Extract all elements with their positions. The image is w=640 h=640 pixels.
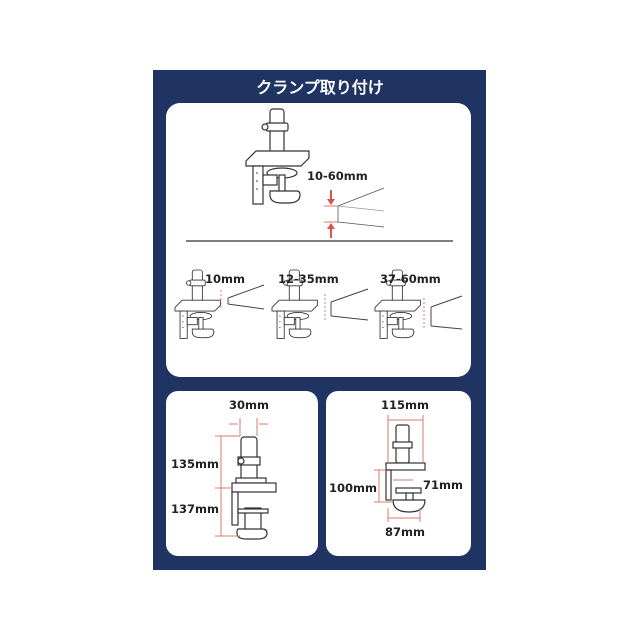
front-dimension-lines [374,415,424,522]
height-label: 100mm [329,481,377,495]
top-width-label: 115mm [381,398,429,412]
variant-label: 37-60mm [380,272,441,286]
variant-10mm: 10mm [174,269,265,339]
page-title: クランプ取り付け [256,78,384,97]
front-dimensions-card [326,391,471,556]
variant-label: 12-35mm [278,272,339,286]
variant-12-35mm: 12-35mm [271,269,369,339]
thickness-arrows-icon [327,190,335,238]
range-label: 10-60mm [307,169,368,183]
side-dimension-lines [215,418,268,537]
variant-37-60mm: 37-60mm [374,269,463,339]
desk-illustration [324,187,385,228]
base-width-label: 87mm [385,525,425,539]
pole-width-label: 30mm [229,398,269,412]
variant-label: 10mm [205,272,245,286]
upper-height-label: 135mm [171,457,219,471]
clamp-front-view [385,424,426,513]
clamp-side-view [231,436,277,540]
lower-height-label: 137mm [171,502,219,516]
jaw-width-label: 71mm [423,478,463,492]
